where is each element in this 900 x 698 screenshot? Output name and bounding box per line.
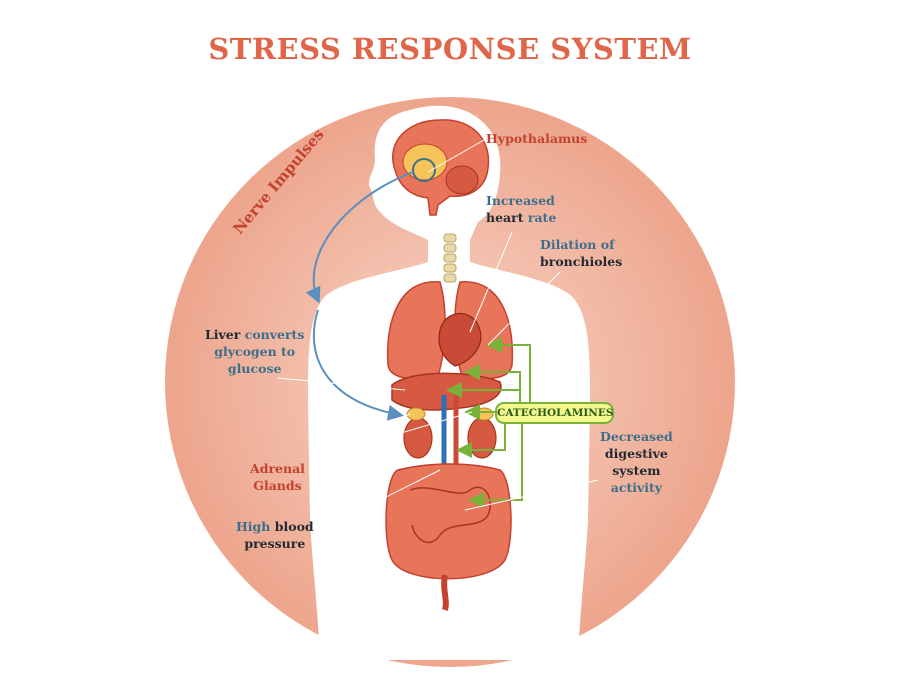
catecholamines-badge: CATECHOLAMINES [495, 402, 614, 424]
heart-rate-label: Increased heart rate [486, 192, 556, 226]
liver-line1b: converts [244, 327, 305, 342]
nerve-impulse-arrow [305, 171, 414, 304]
page-title: STRESS RESPONSE SYSTEM [208, 32, 692, 66]
blood-pressure-label: High blood pressure [236, 518, 314, 552]
nerve-impulse-arrow-2 [312, 309, 404, 421]
bp-line1a: High [236, 519, 271, 534]
catecholamine-arrows [446, 337, 531, 508]
hypothalamus-marker [412, 158, 436, 182]
heart-rate-line2a: heart [486, 210, 524, 225]
trachea [443, 233, 457, 283]
liver-line1a: Liver [205, 327, 241, 342]
adrenal-line2: Glands [253, 478, 302, 493]
bp-line1b: blood [274, 519, 314, 534]
bronchioles-line1: Dilation of [540, 237, 615, 252]
heart-rate-line2b: rate [527, 210, 557, 225]
digestive-line3: system [612, 463, 661, 478]
heart [438, 312, 482, 367]
brain [392, 119, 490, 216]
digestive-line1: Decreased [600, 429, 673, 444]
digestive-label: Decreased digestive system activity [600, 428, 673, 496]
leader-lines [277, 139, 599, 531]
liver-line2: glycogen to [214, 344, 296, 359]
digestive-line4: activity [610, 480, 663, 495]
hypothalamus-label: Hypothalamus [486, 131, 588, 146]
bronchioles-label: Dilation of bronchioles [540, 236, 622, 270]
heart-rate-line1: Increased [486, 193, 555, 208]
liver-label: Liver converts glycogen to glucose [205, 326, 304, 377]
liver-line3: glucose [227, 361, 282, 376]
bp-line2: pressure [244, 536, 306, 551]
adrenal-line1: Adrenal [250, 461, 305, 476]
adrenal-label: Adrenal Glands [250, 460, 305, 494]
digestive-line2: digestive [604, 446, 668, 461]
bronchioles-line2: bronchioles [540, 254, 623, 269]
